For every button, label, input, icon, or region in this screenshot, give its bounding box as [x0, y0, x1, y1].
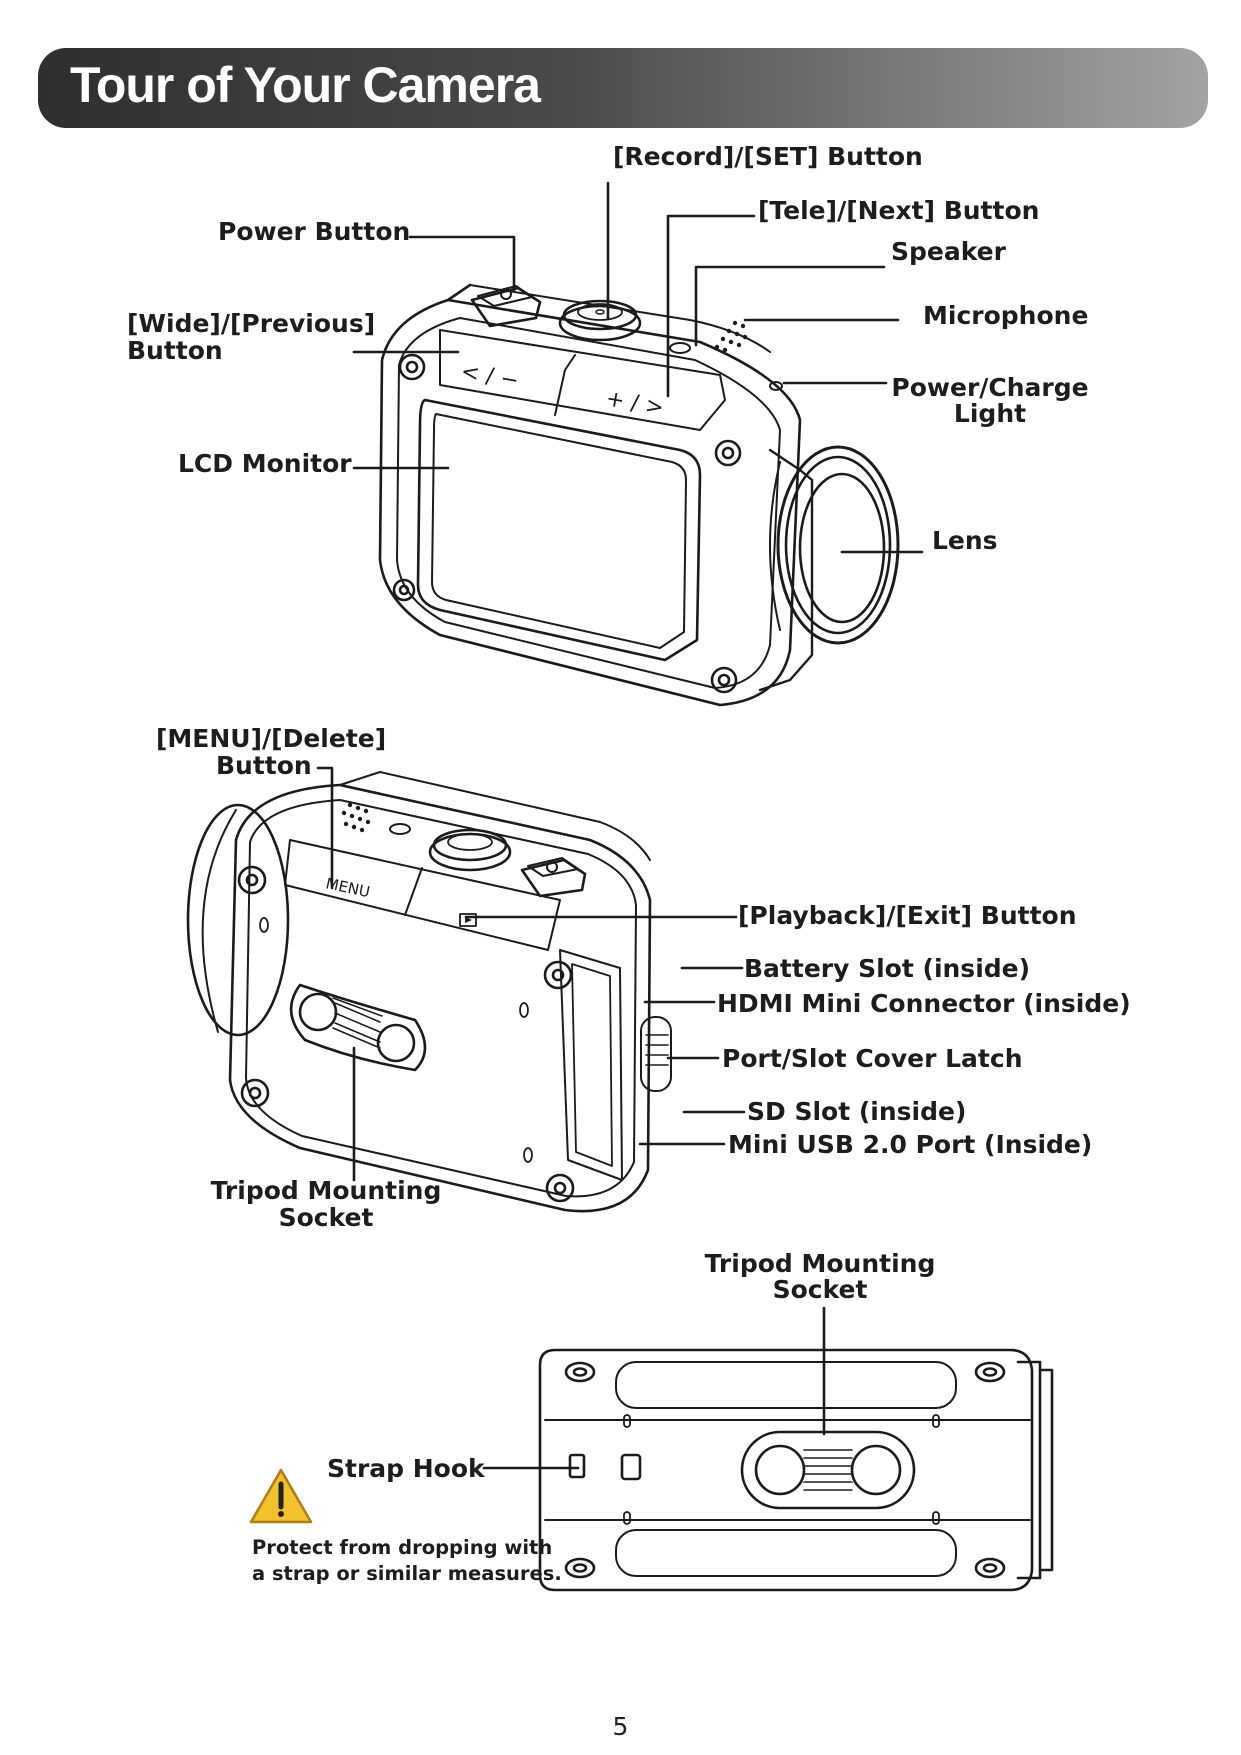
wide-button-glyph: < / − — [459, 359, 521, 394]
leader-speaker — [694, 265, 886, 347]
leader-power — [408, 235, 516, 292]
label-playback-exit: [Playback]/[Exit] Button — [738, 901, 1077, 930]
label-lens: Lens — [932, 526, 998, 555]
page-title: Tour of Your Camera — [70, 57, 541, 113]
warning-triangle-icon — [249, 1468, 313, 1524]
label-port-slot-latch: Port/Slot Cover Latch — [722, 1044, 1023, 1073]
label-tripod-bottom-line2: Socket — [772, 1275, 868, 1304]
title-bar: Tour of Your Camera — [38, 48, 1208, 128]
warning-line2: a strap or similar measures. — [252, 1562, 562, 1585]
camera-bottom-view — [482, 1306, 1054, 1592]
label-wide-previous-line1: [Wide]/[Previous] — [127, 309, 376, 338]
label-menu-delete-line1: [MENU]/[Delete] — [156, 724, 387, 753]
label-wide-previous-line2: Button — [127, 336, 223, 365]
label-menu-delete-line2: Button — [216, 751, 312, 780]
leader-menu — [316, 766, 334, 890]
label-tele-next: [Tele]/[Next] Button — [758, 196, 1040, 225]
label-lcd-monitor: LCD Monitor — [178, 449, 352, 478]
camera-rear-view: MENU — [186, 766, 746, 1213]
label-power-charge-line1: Power/Charge — [891, 373, 1089, 402]
label-power-button: Power Button — [218, 217, 411, 246]
camera-front-view: < / − + / > — [352, 181, 924, 707]
label-microphone: Microphone — [923, 301, 1089, 330]
label-tripod-rear-line1: Tripod Mounting — [210, 1176, 442, 1205]
label-speaker: Speaker — [891, 237, 1006, 266]
label-battery-slot: Battery Slot (inside) — [744, 954, 1031, 983]
warning-note: Protect from dropping with a strap or si… — [252, 1535, 562, 1587]
label-power-charge-line2: Light — [953, 399, 1027, 428]
label-record-set: [Record]/[SET] Button — [613, 142, 923, 171]
label-hdmi-connector: HDMI Mini Connector (inside) — [717, 989, 1131, 1018]
warning-line1: Protect from dropping with — [252, 1536, 553, 1559]
playback-icon — [459, 913, 477, 927]
label-tripod-rear-line2: Socket — [278, 1203, 374, 1232]
label-strap-hook: Strap Hook — [327, 1454, 485, 1483]
leader-tele — [666, 214, 756, 398]
label-tripod-bottom-line1: Tripod Mounting — [704, 1249, 936, 1278]
page-number: 5 — [612, 1712, 629, 1741]
label-mini-usb: Mini USB 2.0 Port (Inside) — [728, 1130, 1093, 1159]
label-sd-slot: SD Slot (inside) — [747, 1097, 967, 1126]
